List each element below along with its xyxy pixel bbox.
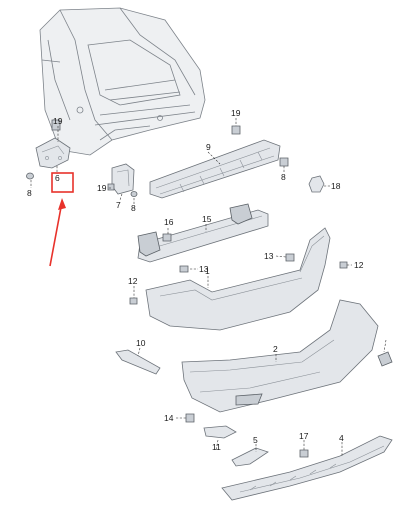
callout-1: 1: [205, 266, 210, 276]
part-2-lower-bumper-cover[interactable]: [181, 299, 379, 413]
part-3-clip[interactable]: [377, 351, 393, 367]
callout-19-mid: 19: [97, 183, 107, 193]
part-8-nut-right[interactable]: [279, 157, 289, 167]
part-19-bolt-top[interactable]: [231, 125, 241, 135]
part-11-trim[interactable]: [203, 425, 237, 439]
callout-19-left: 19: [53, 116, 63, 126]
leader-lines: [30, 118, 387, 456]
part-8-nut-mid[interactable]: [130, 191, 138, 197]
callout-18: 18: [331, 181, 341, 191]
part-12-bolt-left[interactable]: [129, 297, 138, 305]
callout-12-left: 12: [128, 276, 138, 286]
part-5-trim[interactable]: [231, 447, 269, 467]
part-7-bracket[interactable]: [111, 163, 135, 195]
part-1-bumper-cover[interactable]: [145, 227, 331, 331]
callout-2: 2: [273, 344, 278, 354]
callout-8-left: 8: [27, 188, 32, 198]
part-13-clip-upper[interactable]: [285, 253, 295, 262]
callout-5: 5: [253, 435, 258, 445]
callout-6: 6: [55, 173, 60, 183]
callout-4: 4: [339, 433, 344, 443]
highlight-arrow-head: [58, 198, 66, 210]
part-19-clip-mid[interactable]: [107, 183, 115, 191]
callout-19-top: 19: [231, 108, 241, 118]
part-18-grommet[interactable]: [308, 175, 325, 193]
vehicle-body-rear: [39, 7, 206, 156]
part-6-side-bracket[interactable]: [35, 137, 71, 169]
callout-16: 16: [164, 217, 174, 227]
callout-13-left: 13: [199, 264, 209, 274]
part-12-bolt-right[interactable]: [339, 261, 348, 269]
part-8-nut-left[interactable]: [26, 172, 34, 180]
part-14-nut[interactable]: [185, 413, 195, 423]
callout-10: 10: [136, 338, 146, 348]
callout-11: 11: [212, 442, 221, 452]
callout-numbers: 19 6 8 19 7 8 19 9 8 18 16 15 13 1 13 12…: [27, 108, 364, 452]
callout-13-right: 13: [264, 251, 274, 261]
callout-7: 7: [116, 200, 121, 210]
part-4-diffuser[interactable]: [221, 435, 393, 501]
highlight-arrow-shaft: [49, 201, 63, 267]
callout-12-right: 12: [354, 260, 364, 270]
callout-8-right: 8: [281, 172, 286, 182]
part-13-clip-lower[interactable]: [179, 265, 189, 273]
part-16-clip[interactable]: [162, 233, 172, 242]
callout-15: 15: [202, 214, 212, 224]
part-17-clip[interactable]: [299, 449, 309, 458]
callout-9: 9: [206, 142, 211, 152]
callout-14: 14: [164, 413, 174, 423]
highlight-box: [51, 172, 74, 193]
part-10-reflector[interactable]: [115, 349, 161, 375]
part-9-impact-absorber[interactable]: [149, 139, 281, 199]
part-15-bumper-carrier[interactable]: [137, 203, 269, 263]
highlight-marker: [49, 172, 74, 267]
callout-17: 17: [299, 431, 309, 441]
callout-8-mid: 8: [131, 203, 136, 213]
